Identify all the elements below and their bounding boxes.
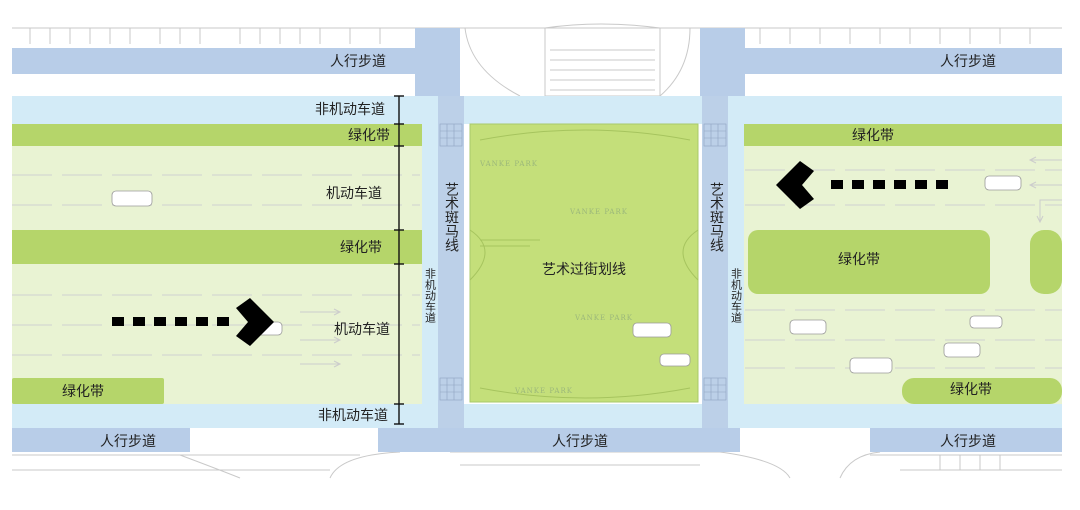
label-art-crossing: 艺术过街划线	[542, 262, 626, 278]
label-art-zebra-right: 艺术斑马线	[708, 182, 724, 252]
car-icon	[111, 175, 1022, 374]
watermark-4: VANKE PARK	[514, 387, 573, 395]
green-belt-right-edge	[1030, 230, 1062, 294]
lane-arrows-left	[300, 308, 342, 368]
sidewalk-bottom-center	[378, 428, 740, 452]
arrow-right-dotted-icon	[112, 298, 274, 346]
label-green-belt-right-1: 绿化带	[852, 128, 894, 144]
green-belt-right-3	[902, 378, 1062, 404]
sidewalk-bottom-left	[12, 428, 190, 452]
sidewalk-top-right	[742, 48, 1062, 74]
label-sidewalk-top-right: 人行步道	[940, 54, 996, 70]
label-bike-lane-bottom: 非机动车道	[318, 407, 388, 424]
building-outlines-top	[12, 23, 1062, 97]
dimension-line	[394, 95, 404, 425]
bike-lane-vertical-left	[422, 96, 438, 428]
label-bike-vertical-right: 非机动车道	[730, 268, 743, 323]
motor-lane-left-1	[12, 146, 422, 230]
label-bike-vertical-left: 非机动车道	[424, 268, 437, 323]
label-bike-lane-top: 非机动车道	[315, 101, 385, 118]
art-zebra-right	[702, 96, 728, 428]
label-motor-lane-2: 机动车道	[334, 321, 390, 338]
label-sidewalk-bottom-center: 人行步道	[552, 434, 608, 450]
green-belt-left-1	[12, 124, 422, 146]
label-green-belt-left-1: 绿化带	[348, 128, 390, 144]
art-crossing-pattern	[469, 129, 699, 399]
label-sidewalk-bottom-right: 人行步道	[940, 434, 996, 450]
art-zebra-left	[438, 96, 464, 428]
green-belt-left-2	[12, 230, 422, 264]
label-motor-lane-1: 机动车道	[326, 185, 382, 202]
bike-lane-vertical-right	[728, 96, 744, 428]
green-belt-right-2	[748, 230, 990, 294]
sidewalk-corner-top-left	[415, 28, 460, 96]
green-belt-right-1	[742, 124, 1062, 146]
label-green-belt-left-2: 绿化带	[340, 240, 382, 256]
label-sidewalk-bottom-left: 人行步道	[100, 434, 156, 450]
bike-lane-bottom	[12, 404, 1062, 428]
label-green-belt-right-3: 绿化带	[950, 382, 992, 398]
tactile-paving	[439, 123, 727, 401]
arrow-left-dotted-icon	[776, 161, 948, 209]
label-sidewalk-top-left: 人行步道	[330, 54, 386, 70]
building-outlines-bottom	[12, 451, 1062, 479]
sidewalk-top-left	[12, 48, 422, 74]
bike-lane-top	[12, 96, 1062, 124]
watermark-2: VANKE PARK	[569, 208, 628, 216]
art-crossing-panel	[469, 123, 699, 403]
lane-arrows-right	[1028, 156, 1062, 224]
watermark-1: VANKE PARK	[479, 160, 538, 168]
sidewalk-bottom-right	[870, 428, 1062, 452]
label-art-zebra-left: 艺术斑马线	[443, 182, 459, 252]
label-green-belt-left-3: 绿化带	[62, 384, 104, 400]
green-belt-left-3	[12, 378, 164, 404]
label-green-belt-right-2: 绿化带	[838, 252, 880, 268]
lane-markings-left	[12, 174, 420, 356]
watermark-3: VANKE PARK	[574, 314, 633, 322]
sidewalk-corner-top-right	[700, 28, 745, 96]
